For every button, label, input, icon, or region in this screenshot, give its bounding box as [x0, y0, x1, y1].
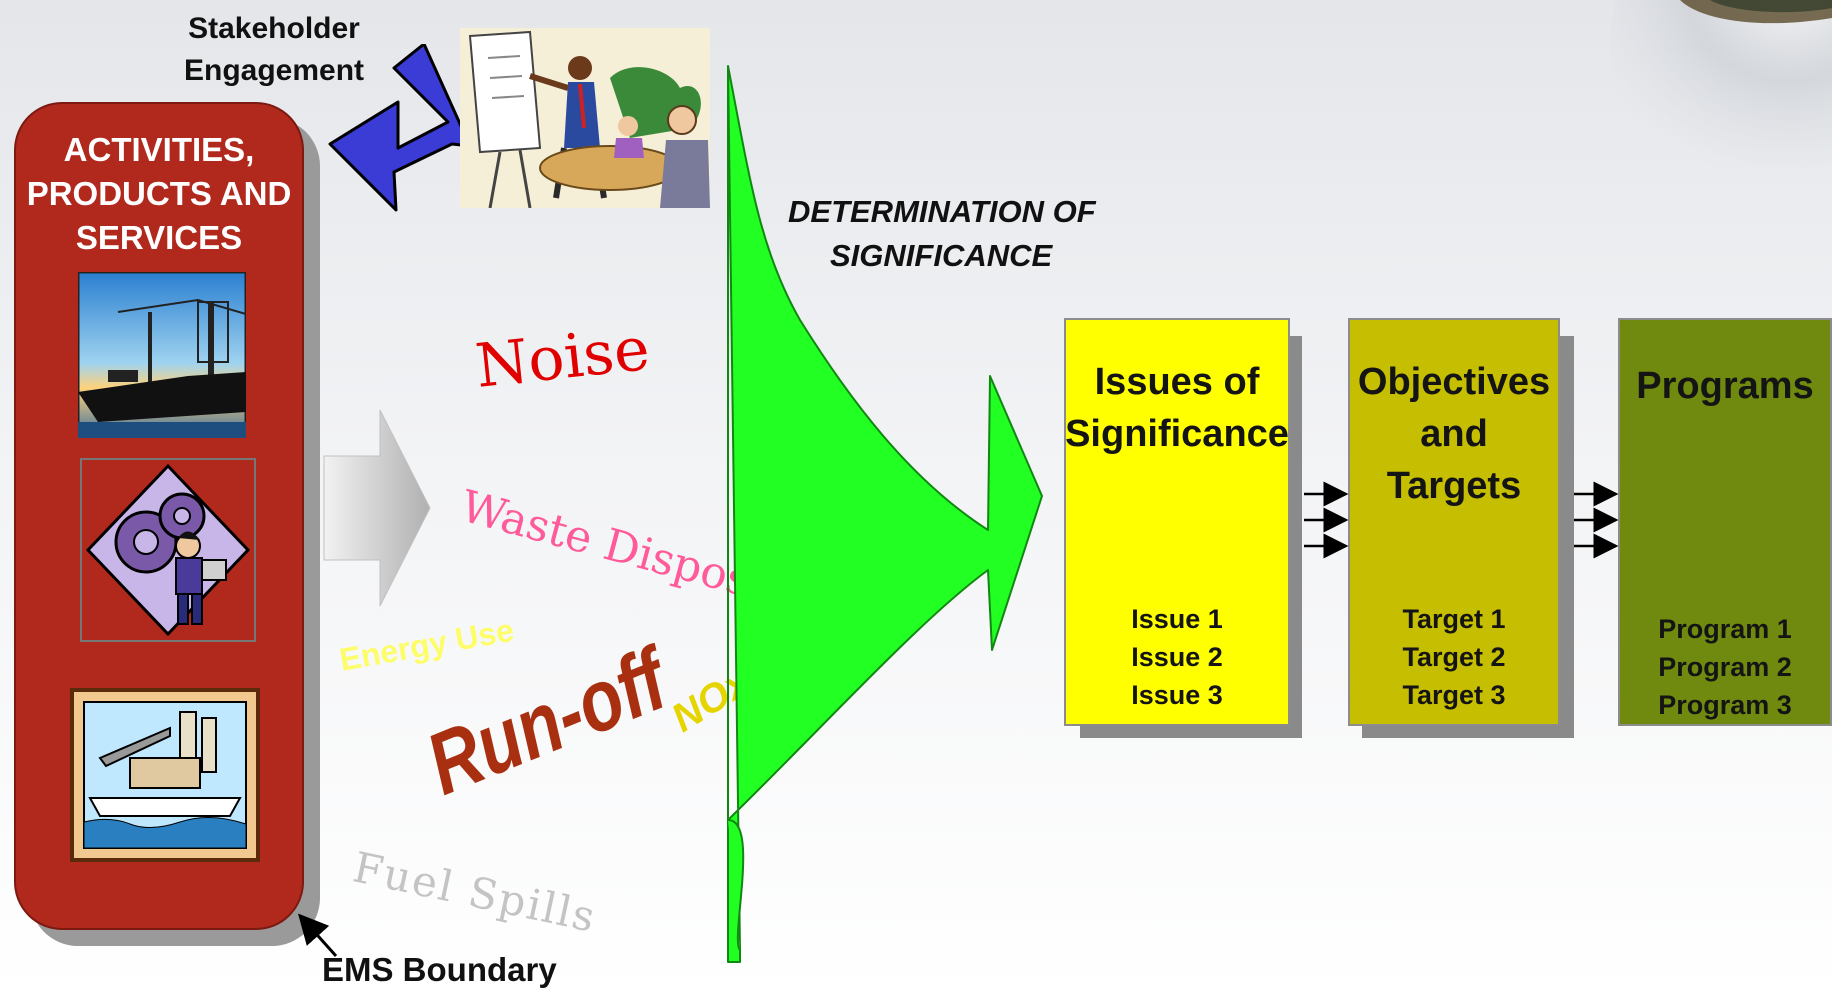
determination-label-line2: SIGNIFICANCE: [830, 238, 1053, 273]
issue-item: Issue 1: [1131, 604, 1223, 634]
gear-worker-icon: [85, 463, 251, 637]
significance-arrow: [727, 65, 1043, 963]
industrial-port-icon: [70, 688, 260, 862]
objectives-box-items: Target 1 Target 2 Target 3: [1348, 600, 1560, 714]
stakeholder-label: Stakeholder Engagement: [183, 12, 365, 87]
ems-boundary-label: EMS Boundary: [322, 951, 557, 988]
program-item: Program 2: [1658, 652, 1792, 682]
globe-icon: [1610, 0, 1832, 170]
target-item: Target 2: [1402, 642, 1506, 672]
gray-block-arrow: [323, 409, 431, 607]
activities-title: ACTIVITIES, PRODUCTS AND SERVICES: [26, 131, 292, 256]
objectives-to-programs-arrows: [1574, 481, 1619, 559]
ship-harbor-icon: [78, 272, 246, 438]
issue-item: Issue 3: [1131, 680, 1223, 710]
programs-box-items: Program 1 Program 2 Program 3: [1618, 610, 1832, 724]
objectives-box: [1348, 318, 1560, 726]
programs-box: [1618, 318, 1832, 726]
gear-worker-frame: [80, 458, 256, 642]
program-item: Program 3: [1658, 690, 1792, 720]
aspect-energy-use: Energy Use: [336, 611, 517, 678]
issues-to-objectives-arrows: [1304, 481, 1349, 559]
program-item: Program 1: [1658, 614, 1792, 644]
target-item: Target 3: [1402, 680, 1506, 710]
stakeholder-arrow: [328, 44, 472, 212]
objectives-box-title: Objectives and Targets: [1357, 361, 1551, 507]
issues-box-title: Issues of Significance: [1065, 361, 1289, 455]
determination-label-line1: DETERMINATION OF: [788, 194, 1096, 229]
target-item: Target 1: [1402, 604, 1506, 634]
meeting-presentation-icon: [460, 28, 710, 208]
aspect-noise: Noise: [472, 313, 653, 402]
issues-box: [1064, 318, 1290, 726]
programs-box-title: Programs: [1636, 365, 1814, 407]
issues-box-items: Issue 1 Issue 2 Issue 3: [1064, 600, 1290, 714]
issue-item: Issue 2: [1131, 642, 1223, 672]
ems-boundary-pointer: [297, 913, 338, 958]
aspect-fuel-spills: Fuel Spills: [348, 842, 602, 942]
